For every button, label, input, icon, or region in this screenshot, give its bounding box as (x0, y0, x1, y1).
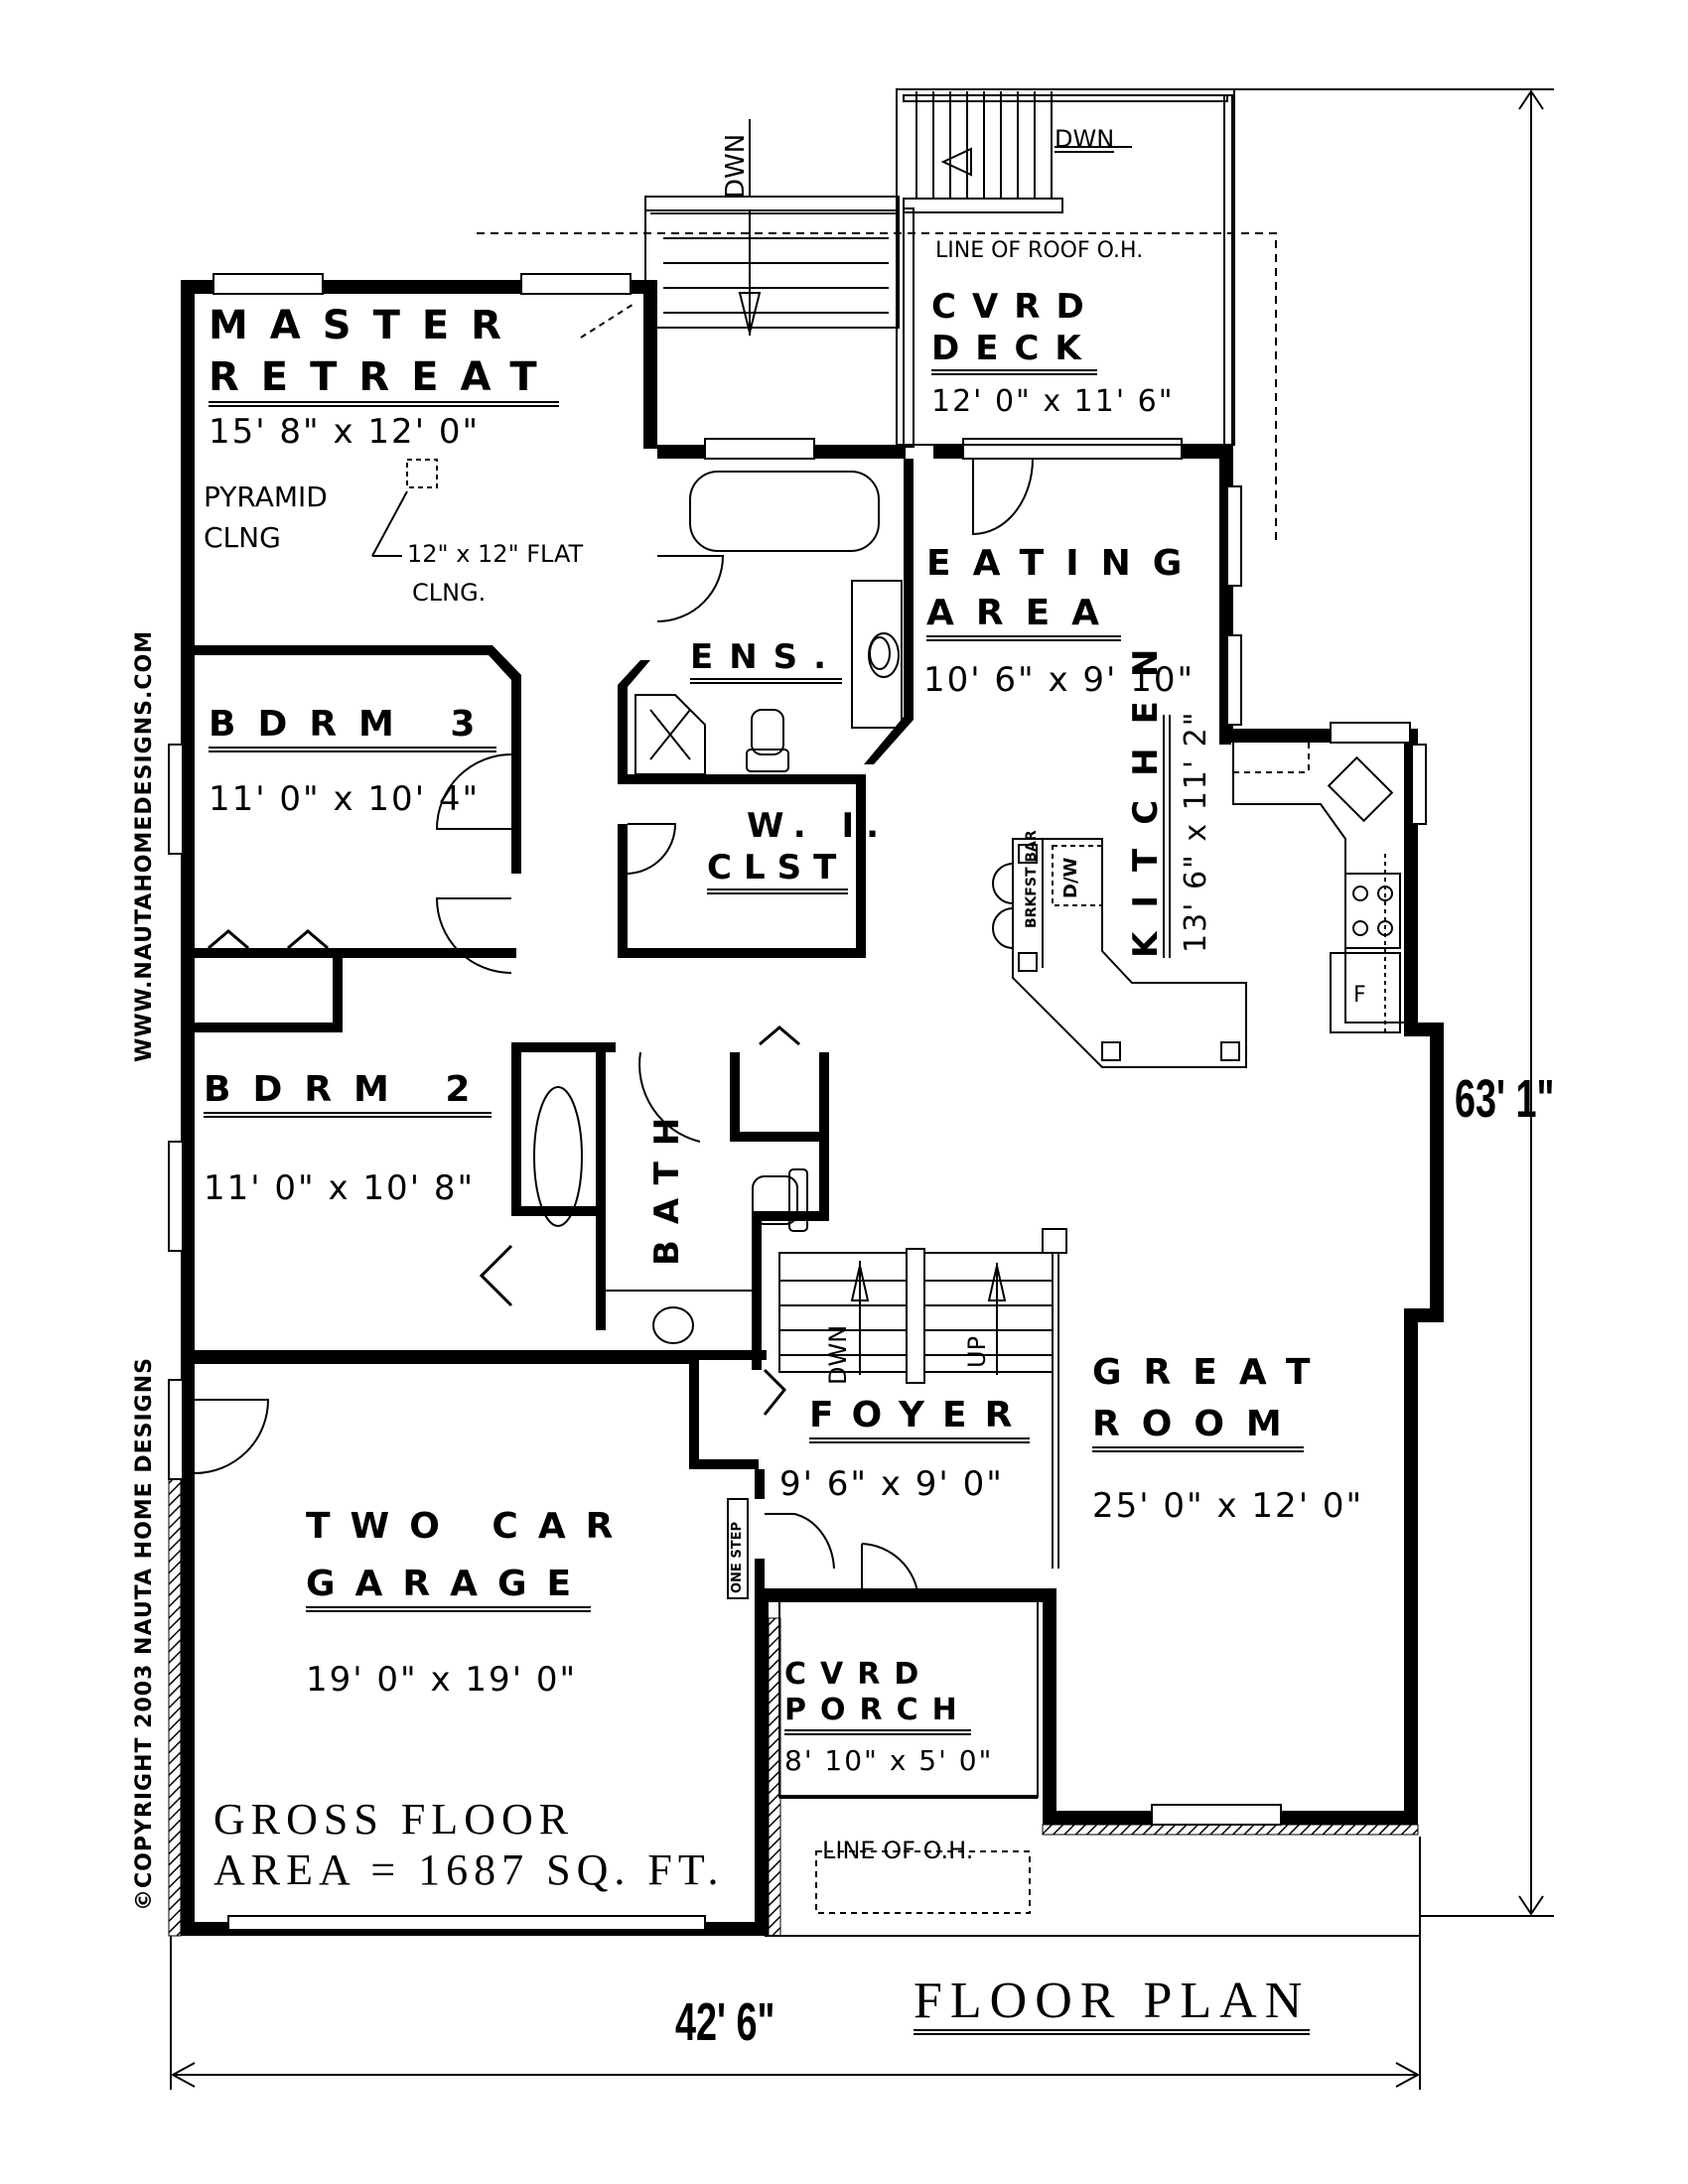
bedroom-2-size: 11' 0" x 10' 8" (204, 1168, 476, 1208)
bath-fixtures (533, 1086, 808, 1344)
eating-line2: AREA (926, 596, 1122, 641)
eating-line1: EATING (926, 543, 1204, 584)
porch-size: 8' 10" x 5' 0" (784, 1744, 994, 1777)
master-retreat-label: MASTER RETREAT (209, 306, 559, 407)
eating-area-label: EATING AREA (926, 546, 1203, 641)
bedroom-2-label: BDRM 2 (204, 1072, 492, 1118)
roof-overhang-note: LINE OF ROOF O.H. (935, 238, 1144, 263)
bath-label: BATH (647, 1101, 687, 1266)
deck-size: 12' 0" x 11' 6" (931, 384, 1175, 419)
foyer-label: FOYER (809, 1398, 1031, 1443)
deck-line2: DECK (931, 332, 1097, 375)
bdrm3-name: BDRM 3 (209, 707, 497, 752)
bedroom-3-size: 11' 0" x 10' 4" (209, 779, 481, 819)
closet-doors (208, 929, 800, 1416)
great-line2: ROOM (1092, 1407, 1304, 1452)
concrete-landing (644, 196, 900, 211)
rear-stairs (644, 119, 900, 336)
one-step-label: ONE STEP (730, 1522, 745, 1593)
great-room-size: 25' 0" x 12' 0" (1092, 1486, 1364, 1526)
kitchen-label: KITCHEN (1126, 624, 1166, 958)
ensuite-fixtures (634, 471, 903, 775)
foyer-stair-up: UP (963, 1335, 991, 1368)
overhang-line-box (815, 1850, 1031, 1914)
garage-label: TWO CAR GARAGE (306, 1509, 633, 1612)
walk-in-closet-label: W. I. CLST (707, 809, 891, 894)
roof-overhang-line (477, 232, 1277, 541)
porch-line1: CVRD (784, 1657, 933, 1692)
windows (168, 273, 1427, 1931)
gross-area-line1: GROSS FLOOR (213, 1795, 575, 1843)
master-size: 15' 8" x 12' 0" (209, 412, 481, 452)
rear-stair-down: DWN (721, 133, 751, 199)
foyer-name: FOYER (809, 1398, 1031, 1443)
website-credit: WWW.NAUTAHOMEDESIGNS.COM (132, 629, 157, 1062)
fridge-label: F (1353, 983, 1366, 1008)
foyer-stairs (778, 1228, 1067, 1569)
garage-line2: GARAGE (306, 1567, 592, 1612)
master-line2: RETREAT (209, 357, 559, 407)
flat-ceiling-marker (406, 459, 438, 488)
garage-line1: TWO CAR (306, 1506, 633, 1547)
dishwasher-label: D/W (1060, 857, 1081, 898)
overall-width: 42' 6" (675, 1992, 775, 2052)
breakfast-bar-label: BRKFST BAR (1024, 830, 1040, 928)
ensuite-label: ENS. (690, 640, 843, 684)
wic-line2: CLST (707, 851, 849, 894)
kitchen-cabinets (992, 743, 1404, 1068)
foyer-stair-down: DWN (824, 1324, 852, 1385)
kitchen-size: 13' 6" x 11' 2" (1179, 710, 1213, 953)
deck-line1: CVRD (931, 287, 1100, 327)
flat-ceiling-note-2: CLNG. (412, 579, 487, 607)
overall-depth: 63' 1" (1455, 1069, 1555, 1129)
porch-line2: PORCH (784, 1696, 971, 1735)
overhang-note: LINE OF O.H. (822, 1837, 974, 1864)
dimension-lines (170, 88, 1554, 2090)
garage-size: 19' 0" x 19' 0" (306, 1660, 578, 1700)
pyramid-ceiling-note: PYRAMID (204, 480, 328, 513)
gross-area-line2: AREA = 1687 SQ. FT. (213, 1844, 725, 1894)
door-swings (194, 458, 1034, 1599)
great-room-label: GREAT ROOM (1092, 1355, 1332, 1452)
foyer-size: 9' 6" x 9' 0" (779, 1464, 1004, 1504)
flat-ceiling-note: 12" x 12" FLAT (407, 540, 584, 568)
master-line1: MASTER (209, 303, 523, 348)
covered-deck-label: CVRD DECK (931, 290, 1100, 375)
bdrm2-name: BDRM 2 (204, 1072, 492, 1118)
wic-line1: W. I. (747, 806, 892, 846)
deck-stair-down: DWN (1055, 125, 1115, 153)
floor-plan-title: FLOOR PLAN (914, 1976, 1311, 2035)
ensuite-name: ENS. (690, 640, 843, 684)
covered-porch-label: CVRD PORCH (784, 1660, 971, 1735)
ceiling-note: CLNG (204, 521, 281, 554)
copyright-notice: ©COPYRIGHT 2003 NAUTA HOME DESIGNS (132, 1357, 157, 1911)
eating-size: 10' 6" x 9' 10" (923, 660, 1196, 700)
great-line1: GREAT (1092, 1352, 1333, 1393)
bedroom-3-label: BDRM 3 (209, 707, 497, 752)
one-step-marker (727, 1498, 749, 1599)
gross-floor-area: GROSS FLOOR AREA = 1687 SQ. FT. (213, 1795, 725, 1895)
deck-structure (896, 88, 1235, 448)
ceiling-leader (371, 490, 408, 557)
